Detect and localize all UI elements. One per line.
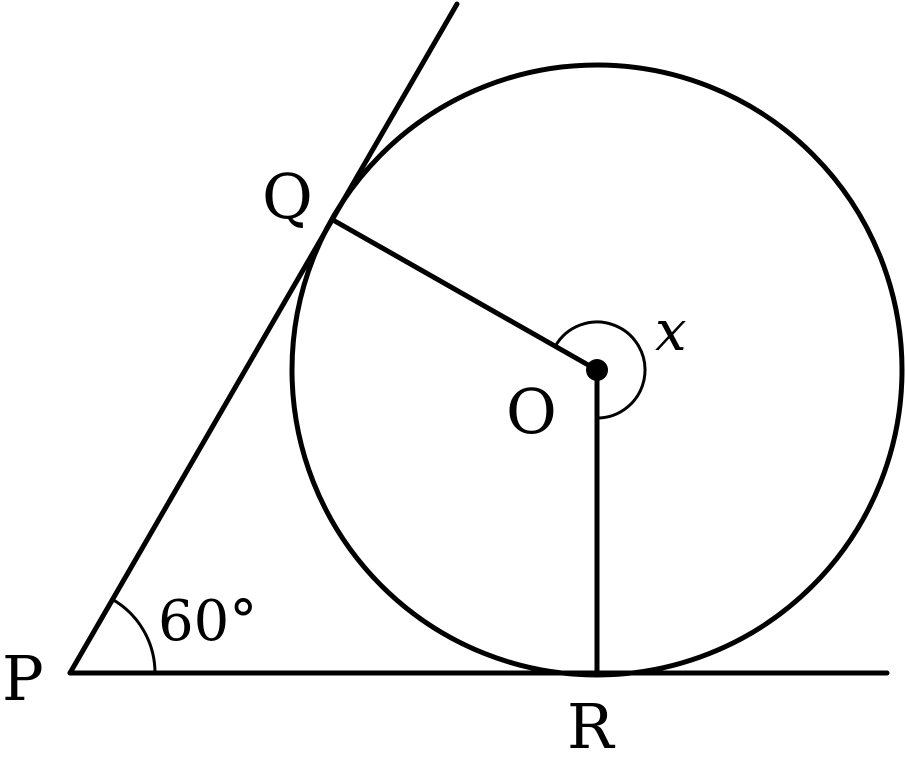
angle-arc-o (553, 320, 647, 420)
radius-oq (330, 217, 600, 373)
label-p: P (2, 642, 44, 715)
label-r: R (567, 690, 616, 763)
angle-arc-p (111, 598, 157, 674)
angle-label-p: 60° (158, 589, 257, 654)
label-q: Q (262, 160, 313, 233)
label-o: O (506, 375, 557, 448)
tangent-line-pq (67, 1, 460, 676)
center-point-o (586, 359, 608, 381)
angle-label-x: x (655, 299, 687, 364)
